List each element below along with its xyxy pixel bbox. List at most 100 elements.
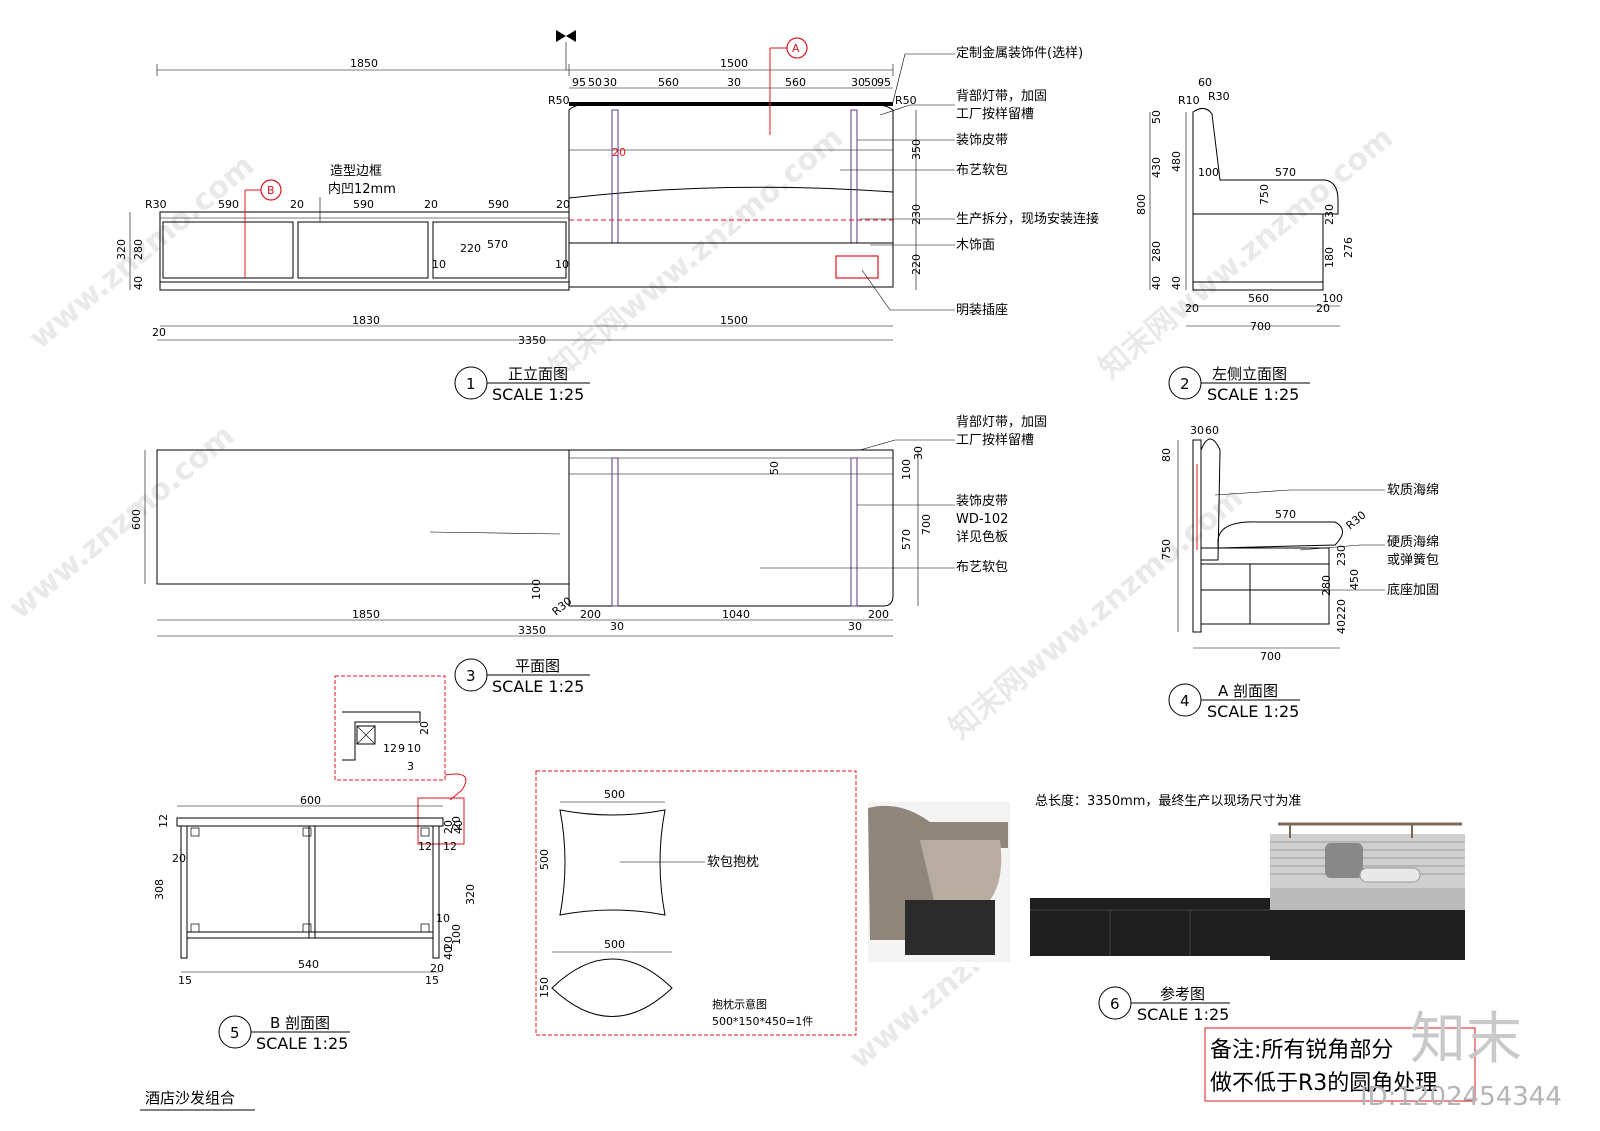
bench-panel	[162, 221, 294, 279]
callout-label: WD-102	[956, 512, 1008, 527]
dim-label: 276	[1342, 237, 1355, 258]
svg-text:SCALE 1:25: SCALE 1:25	[492, 677, 584, 696]
dim-label: 20	[556, 198, 570, 211]
watermark: 知末网www.znzmo.com	[543, 120, 850, 386]
dim-label: 220	[460, 242, 481, 255]
dim-label: 30	[727, 76, 741, 89]
detail-callout-box	[334, 675, 446, 781]
callout-label: 木饰面	[956, 238, 995, 253]
backrest-upholstery	[568, 103, 894, 244]
dim-label: 280	[132, 239, 145, 260]
section-marker-b: B	[244, 179, 282, 278]
pillow-caption: 抱枕示意图	[712, 997, 767, 1011]
svg-text:1: 1	[466, 375, 476, 393]
dim-label: 200	[868, 608, 889, 621]
dim-label: 500	[604, 938, 625, 951]
pillow-side	[551, 958, 673, 1017]
dim-label: 20	[1316, 302, 1330, 315]
dim-label: 20	[442, 936, 455, 950]
view-title-section-a: 4 A 剖面图 SCALE 1:25	[1168, 682, 1300, 721]
dim-label: 12	[418, 840, 432, 853]
svg-text:平面图: 平面图	[515, 657, 560, 675]
pillow-caption: 500*150*450=1件	[712, 1015, 813, 1028]
dim-label: 50	[768, 461, 781, 475]
socket-icon	[835, 255, 879, 279]
dim-label: 1850	[352, 608, 380, 621]
dim-label: 95	[877, 76, 891, 89]
dim-label: 150	[538, 977, 551, 998]
pillow-front	[559, 809, 666, 916]
dim-label: 30	[851, 76, 865, 89]
callout-label: 布艺软包	[956, 163, 1008, 178]
dim-label: 60	[1198, 76, 1212, 89]
dim-label: 570	[1275, 166, 1296, 179]
dim-label: 700	[1260, 650, 1281, 663]
dim-label: R30	[550, 594, 575, 618]
pillow-detail: 500 500 500 150 软包抱枕 抱枕示意图 500*150*450=1…	[535, 770, 857, 1036]
dim-label: 30	[912, 446, 925, 460]
decor-strap	[611, 109, 619, 244]
callout-label: 工厂按样留槽	[956, 433, 1034, 448]
callout-label: 定制金属装饰件(选样)	[956, 45, 1083, 61]
dim-label: R30	[1208, 90, 1230, 103]
dim-label: 570	[900, 529, 913, 550]
dim-label: 230	[910, 204, 923, 225]
dim-label: 1500	[720, 314, 748, 327]
svg-text:2: 2	[1180, 375, 1190, 393]
dim-label: 320	[115, 239, 128, 260]
svg-text:B: B	[267, 184, 275, 197]
ref-pillow	[1325, 843, 1363, 878]
dim-label: 20	[418, 721, 431, 735]
dim-label: 30	[603, 76, 617, 89]
view-title-left: 2 左侧立面图 SCALE 1:25	[1168, 365, 1310, 404]
dim-label: 40	[452, 820, 465, 834]
ref-bench	[1030, 898, 1270, 956]
dim-label: 15	[425, 974, 439, 987]
wood-base	[568, 242, 894, 288]
base-reinforce	[1200, 563, 1330, 625]
dim-label: 10	[432, 258, 446, 271]
dim-label: 50	[1150, 110, 1163, 124]
dim-label: R50	[548, 94, 570, 107]
svg-text:正立面图: 正立面图	[508, 365, 568, 383]
dim-label: 1500	[720, 57, 748, 70]
frame-note: 内凹12mm	[328, 181, 396, 197]
dim-label: 100	[900, 459, 913, 480]
dim-label: 12	[157, 814, 170, 828]
reference-note: 总长度：3350mm，最终生产以现场尺寸为准	[1035, 793, 1301, 809]
dim-label: 3350	[518, 334, 546, 347]
dim-label: 30	[848, 620, 862, 633]
svg-text:A: A	[792, 42, 800, 55]
hard-foam	[1200, 547, 1330, 565]
dim-label: 100	[1322, 292, 1343, 305]
sheet-title-text: 酒店沙发组合	[145, 1089, 235, 1107]
bench-panel	[297, 221, 429, 279]
dim-label: 40	[1170, 276, 1183, 290]
svg-text:左侧立面图: 左侧立面图	[1212, 365, 1287, 383]
dim-label: 570	[1275, 508, 1296, 521]
callout-label: 底座加固	[1387, 582, 1439, 598]
dim-label: 100	[530, 579, 543, 600]
dim-label: 3	[407, 760, 414, 773]
dim-label: 20	[1185, 302, 1199, 315]
svg-text:SCALE 1:25: SCALE 1:25	[492, 385, 584, 404]
svg-text:6: 6	[1110, 995, 1120, 1013]
dim-label: 100	[1198, 166, 1219, 179]
dim-label: 590	[218, 198, 239, 211]
callout-label: 详见色板	[956, 529, 1008, 545]
front-elevation: 1850 1500 95 50 30 560 30 560 30 50 95 2…	[115, 30, 1099, 404]
dim-label: 500	[604, 788, 625, 801]
left-elevation: 60 R10 R30 50 430 480 800 280 40 40 570 …	[1135, 76, 1355, 404]
dim-label: 20	[172, 852, 186, 865]
dim-label: 100	[450, 924, 463, 945]
section-cut-icon	[556, 30, 576, 42]
brand-id: ID:1202454344	[1360, 1082, 1562, 1112]
svg-text:5: 5	[230, 1024, 240, 1042]
dim-label: 9	[398, 742, 405, 755]
callout-label: 硬质海绵	[1387, 535, 1439, 550]
dim-label: 40	[1150, 276, 1163, 290]
section-marker-a: A	[769, 37, 808, 135]
dim-label: 15	[178, 974, 192, 987]
callout-label: 工厂按样留槽	[956, 107, 1034, 122]
